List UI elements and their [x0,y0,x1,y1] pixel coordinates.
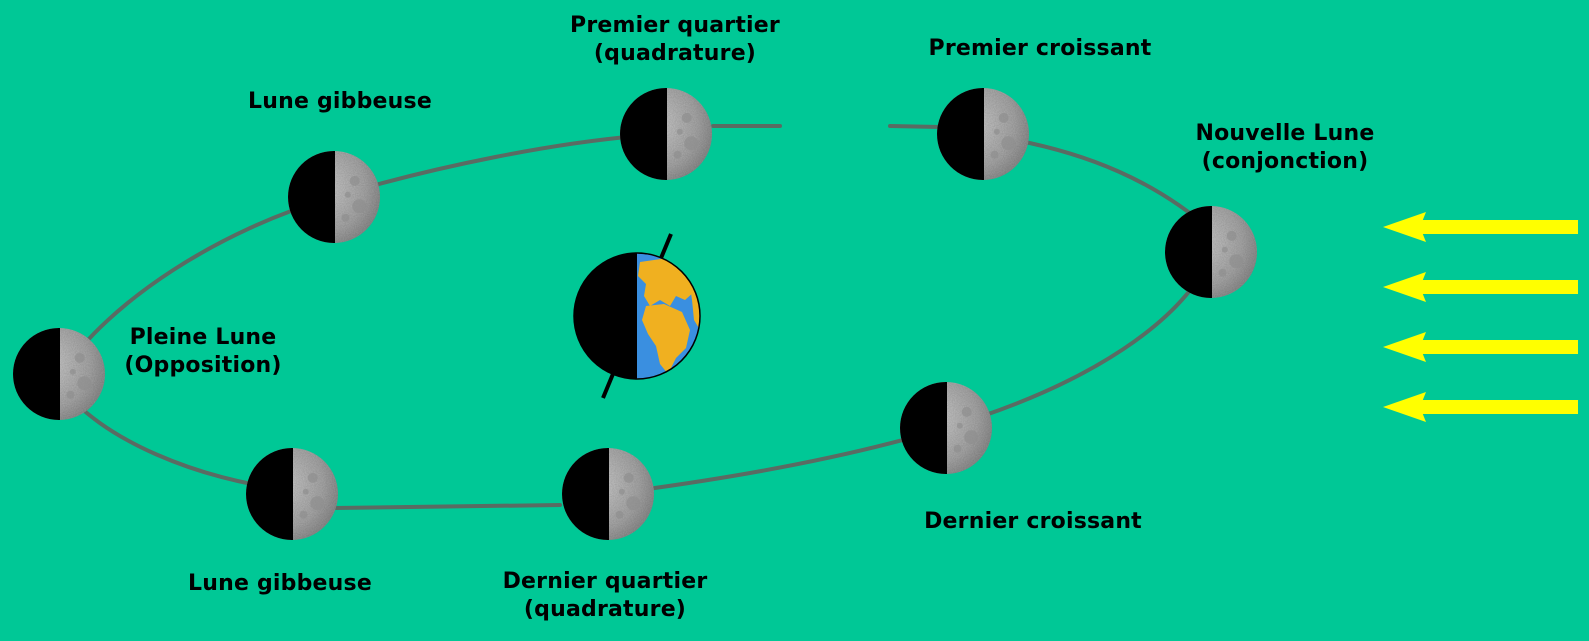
moon-dernier-croissant-crater-0 [961,406,972,417]
label-premier-quartier: Premier quartier (quadrature) [540,12,810,68]
label-nouvelle-lune-line1: Nouvelle Lune [1195,121,1375,146]
moon-dernier-quartier-crater-2 [615,510,624,519]
moon-lune-gibbeuse-bottom-crater-1 [310,496,325,511]
moon-premier-quartier-crater-0 [681,112,692,123]
moon-pleine-lune-crater-1 [77,376,92,391]
moon-positions [13,88,1257,540]
sunlight-arrow-shaft [1410,280,1578,294]
moon-nouvelle-lune-crater-3 [1221,246,1228,253]
moon-pleine-lune-crater-0 [74,352,85,363]
moon-nouvelle-lune-crater-2 [1218,268,1227,277]
moon-lune-gibbeuse-top-crater-0 [349,175,360,186]
moon-premier-quartier-moon-half-lit-icon [620,88,712,180]
sunlight-arrows [1383,212,1578,422]
moon-dernier-quartier-moon-half-lit-icon [562,448,654,540]
moon-dernier-croissant-crater-3 [956,422,963,429]
orbit-right [943,250,1215,430]
label-lune-gibbeuse-bottom-line1: Lune gibbeuse [188,571,372,596]
moon-lune-gibbeuse-bottom-crater-3 [302,488,309,495]
label-nouvelle-lune: Nouvelle Lune (conjonction) [1170,120,1400,176]
moon-dernier-croissant-crater-2 [953,444,962,453]
sunlight-arrow-head [1383,272,1426,302]
label-premier-croissant-line1: Premier croissant [928,36,1152,61]
moon-premier-croissant-moon-half-lit-icon [937,88,1029,180]
label-dernier-quartier: Dernier quartier (quadrature) [470,568,740,624]
moon-nouvelle-lune-moon-half-lit-icon [1165,206,1257,298]
sunlight-arrow-left-icon-2 [1383,272,1578,302]
moon-pleine-lune-dark-side [13,328,59,420]
moon-dernier-quartier-crater-3 [618,488,625,495]
moon-premier-croissant-crater-1 [1001,136,1016,151]
label-lune-gibbeuse-top-line1: Lune gibbeuse [248,89,432,114]
label-dernier-quartier-line1: Dernier quartier [502,569,708,594]
moon-lune-gibbeuse-top-crater-2 [341,213,350,222]
sunlight-arrow-left-icon-1 [1383,212,1578,242]
label-premier-quartier-line1: Premier quartier [570,13,780,38]
sunlight-arrow-shaft [1410,220,1578,234]
label-dernier-croissant: Dernier croissant [888,508,1178,536]
earth-globe-icon [573,233,701,399]
moon-premier-croissant-crater-0 [998,112,1009,123]
moon-dernier-croissant-crater-1 [964,430,979,445]
sunlight-arrow-shaft [1410,400,1578,414]
moon-nouvelle-lune-crater-1 [1229,254,1244,269]
moon-dernier-quartier-dark-side [562,448,608,540]
moon-premier-quartier-crater-2 [673,150,682,159]
sunlight-arrow-shaft [1410,340,1578,354]
sunlight-arrow-head [1383,212,1426,242]
moon-premier-croissant-dark-side [937,88,983,180]
sunlight-arrow-head [1383,332,1426,362]
moon-lune-gibbeuse-top-moon-half-lit-icon [288,151,380,243]
moon-dernier-quartier-crater-1 [626,496,641,511]
moon-pleine-lune-crater-3 [69,368,76,375]
moon-premier-croissant-crater-2 [990,150,999,159]
sunlight-arrow-left-icon-4 [1383,392,1578,422]
moon-lune-gibbeuse-bottom-dark-side [246,448,292,540]
moon-dernier-croissant-dark-side [900,382,946,474]
moon-premier-quartier-crater-3 [676,128,683,135]
orbit-lower-right [608,426,947,496]
label-pleine-lune: Pleine Lune (Opposition) [103,324,303,380]
moon-lune-gibbeuse-top-dark-side [288,151,334,243]
moon-dernier-quartier-crater-0 [623,472,634,483]
orbit-dash-top2 [888,124,942,129]
sunlight-arrow-left-icon-3 [1383,332,1578,362]
label-pleine-lune-line1: Pleine Lune [129,325,277,350]
moon-lune-gibbeuse-top-crater-3 [344,191,351,198]
moon-premier-quartier-crater-1 [684,136,699,151]
moon-pleine-lune-moon-half-lit-icon [13,328,105,420]
moon-pleine-lune-crater-2 [66,390,75,399]
moon-dernier-croissant-moon-half-lit-icon [900,382,992,474]
earth-land-africa [642,304,690,374]
label-dernier-croissant-line1: Dernier croissant [924,509,1142,534]
moon-lune-gibbeuse-bottom-crater-0 [307,472,318,483]
label-dernier-quartier-line2: (quadrature) [523,597,687,622]
moon-lune-gibbeuse-top-crater-1 [352,199,367,214]
earth-land-europe [638,258,694,306]
moon-premier-quartier-dark-side [620,88,666,180]
label-premier-quartier-line2: (quadrature) [593,41,757,66]
moon-nouvelle-lune-crater-0 [1226,230,1237,241]
moon-nouvelle-lune-dark-side [1165,206,1211,298]
label-premier-croissant: Premier croissant [895,35,1185,63]
label-nouvelle-lune-line2: (conjonction) [1201,149,1369,174]
sunlight-arrow-head [1383,392,1426,422]
earth-night-side [574,253,637,379]
label-lune-gibbeuse-top: Lune gibbeuse [220,88,460,116]
label-lune-gibbeuse-bottom: Lune gibbeuse [160,570,400,598]
moon-lune-gibbeuse-bottom-crater-2 [299,510,308,519]
label-pleine-lune-line2: (Opposition) [124,353,282,378]
orbit-dash-bottom [333,503,562,510]
moon-lune-gibbeuse-bottom-moon-half-lit-icon [246,448,338,540]
moon-premier-croissant-crater-3 [993,128,1000,135]
